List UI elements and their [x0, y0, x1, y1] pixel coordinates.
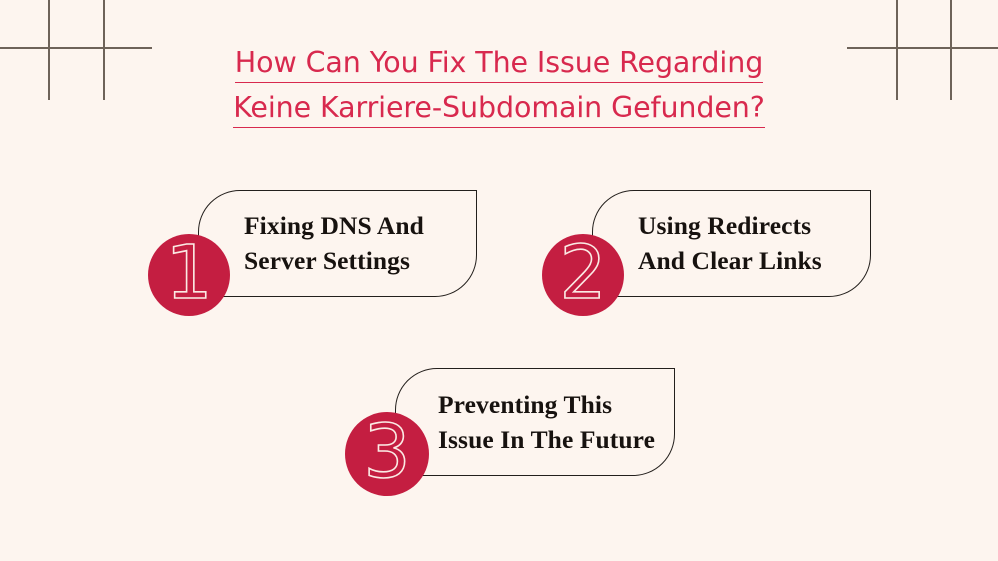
- decor-line-top-left-vertical-1: [48, 0, 50, 100]
- page-title-line-2: Keine Karriere-Subdomain Gefunden?: [233, 91, 765, 129]
- page-title-line-1: How Can You Fix The Issue Regarding: [234, 46, 763, 84]
- step-badge-1: 1: [148, 229, 230, 317]
- step-card-2-label: Using Redirects And Clear Links: [638, 211, 822, 276]
- decor-line-top-left-horizontal: [0, 47, 152, 49]
- step-badge-2-circle: [542, 234, 624, 316]
- decor-line-top-right-vertical-1: [896, 0, 898, 100]
- step-badge-1-number: 1: [165, 230, 212, 316]
- decor-line-top-right-horizontal: [847, 47, 998, 49]
- step-badge-2-number: 2: [559, 230, 606, 316]
- step-badge-1-numeral: 1: [165, 229, 214, 317]
- decor-line-top-left-vertical-2: [103, 0, 105, 100]
- page-title: How Can You Fix The Issue Regarding Kein…: [0, 46, 998, 129]
- step-badge-3-numeral: 3: [363, 408, 412, 496]
- step-badge-3: 3: [345, 408, 429, 496]
- step-card-1-label: Fixing DNS And Server Settings: [244, 211, 424, 276]
- decor-line-top-right-vertical-2: [950, 0, 952, 100]
- step-badge-3-circle: [345, 412, 429, 496]
- step-card-3-label: Preventing This Issue In The Future: [438, 390, 656, 455]
- step-badge-2: 2: [542, 229, 624, 317]
- step-badge-1-circle: [148, 234, 230, 316]
- step-badge-2-numeral: 2: [559, 229, 608, 317]
- step-badge-3-number: 3: [363, 409, 410, 495]
